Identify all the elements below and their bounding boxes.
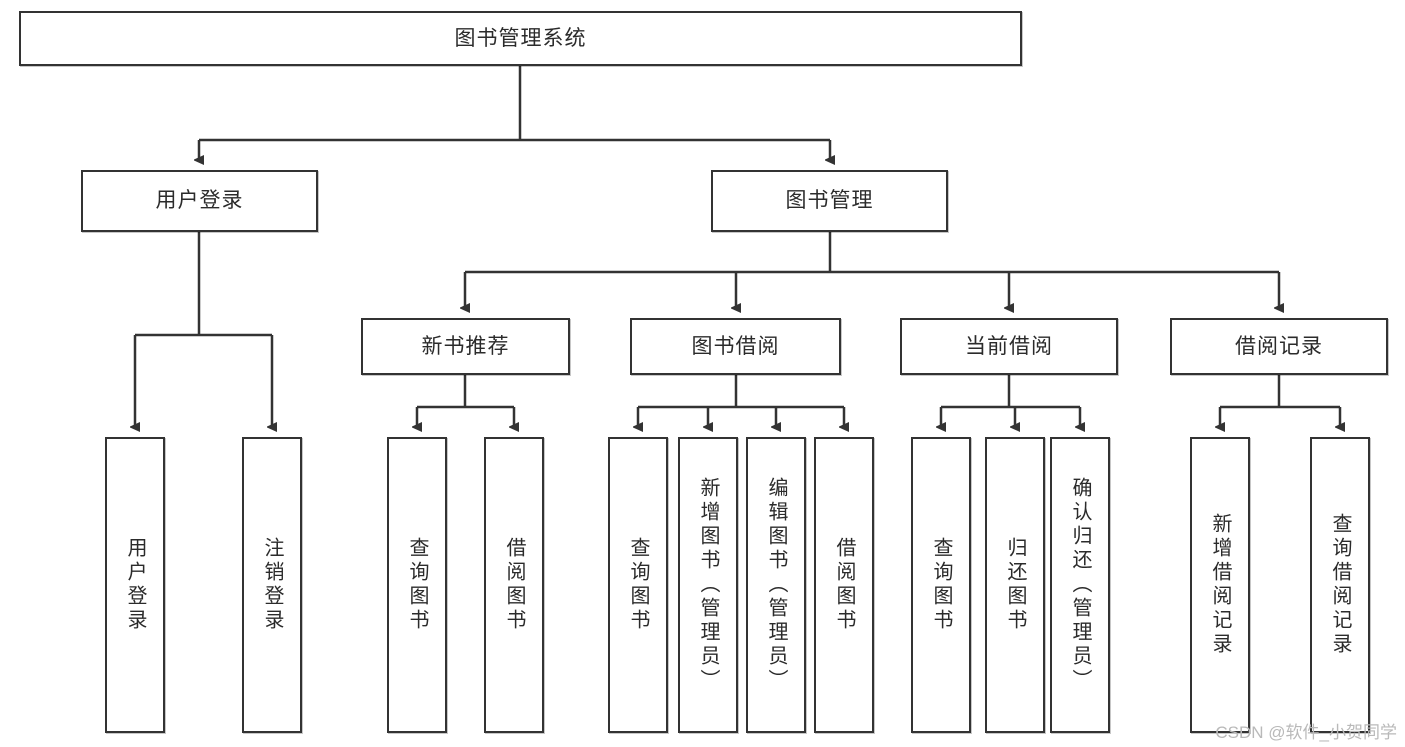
node-leaf-user-logout[interactable]: 注销登录 (242, 437, 302, 733)
node-current-borrow[interactable]: 当前借阅 (900, 318, 1118, 375)
node-leaf-user-login-label: 用户登录 (124, 537, 146, 633)
node-leaf-query-book-3-label: 查询图书 (930, 537, 952, 633)
node-borrow-record[interactable]: 借阅记录 (1170, 318, 1388, 375)
edges-from-user-login (135, 232, 272, 427)
node-leaf-edit-book-label: 编辑图书（管理员） (765, 477, 787, 693)
node-book-borrow[interactable]: 图书借阅 (630, 318, 841, 375)
node-leaf-add-book-label: 新增图书（管理员） (697, 477, 719, 693)
node-user-login-label: 用户登录 (155, 189, 244, 213)
node-leaf-add-record[interactable]: 新增借阅记录 (1190, 437, 1250, 733)
node-leaf-borrow-book-2-label: 借阅图书 (833, 537, 855, 633)
node-leaf-add-record-label: 新增借阅记录 (1209, 513, 1231, 657)
node-book-manage[interactable]: 图书管理 (711, 170, 948, 232)
node-new-book-rec[interactable]: 新书推荐 (361, 318, 570, 375)
node-leaf-query-book-2[interactable]: 查询图书 (608, 437, 668, 733)
edges-from-current-borrow (941, 375, 1080, 427)
edges-from-book-borrow (638, 375, 844, 427)
node-leaf-query-book-1-label: 查询图书 (406, 537, 428, 633)
node-borrow-record-label: 借阅记录 (1235, 334, 1323, 358)
node-root-label: 图书管理系统 (454, 26, 587, 50)
node-root[interactable]: 图书管理系统 (19, 11, 1022, 66)
node-leaf-user-login[interactable]: 用户登录 (105, 437, 165, 733)
edges-from-root (199, 66, 830, 160)
node-book-manage-label: 图书管理 (785, 189, 874, 213)
node-leaf-query-record[interactable]: 查询借阅记录 (1310, 437, 1370, 733)
node-leaf-user-logout-label: 注销登录 (261, 537, 283, 633)
node-leaf-query-book-3[interactable]: 查询图书 (911, 437, 971, 733)
node-leaf-query-record-label: 查询借阅记录 (1329, 513, 1351, 657)
node-book-borrow-label: 图书借阅 (691, 334, 780, 358)
node-leaf-return-book[interactable]: 归还图书 (985, 437, 1045, 733)
node-leaf-borrow-book-1[interactable]: 借阅图书 (484, 437, 544, 733)
watermark-text: CSDN @软件_小贺同学 (1215, 723, 1397, 742)
node-leaf-return-book-label: 归还图书 (1004, 537, 1026, 633)
node-leaf-confirm-return[interactable]: 确认归还（管理员） (1050, 437, 1110, 733)
node-leaf-borrow-book-2[interactable]: 借阅图书 (814, 437, 874, 733)
edges-from-book-manage (465, 232, 1279, 308)
node-current-borrow-label: 当前借阅 (965, 334, 1053, 358)
edges-from-borrow-record (1220, 375, 1340, 427)
node-leaf-confirm-return-label: 确认归还（管理员） (1069, 477, 1091, 693)
edges-from-new-book-rec (417, 375, 514, 427)
node-new-book-rec-label: 新书推荐 (421, 334, 510, 358)
node-leaf-edit-book[interactable]: 编辑图书（管理员） (746, 437, 806, 733)
node-leaf-query-book-1[interactable]: 查询图书 (387, 437, 447, 733)
node-user-login[interactable]: 用户登录 (81, 170, 318, 232)
node-leaf-borrow-book-1-label: 借阅图书 (503, 537, 525, 633)
node-leaf-add-book[interactable]: 新增图书（管理员） (678, 437, 738, 733)
node-leaf-query-book-2-label: 查询图书 (627, 537, 649, 633)
